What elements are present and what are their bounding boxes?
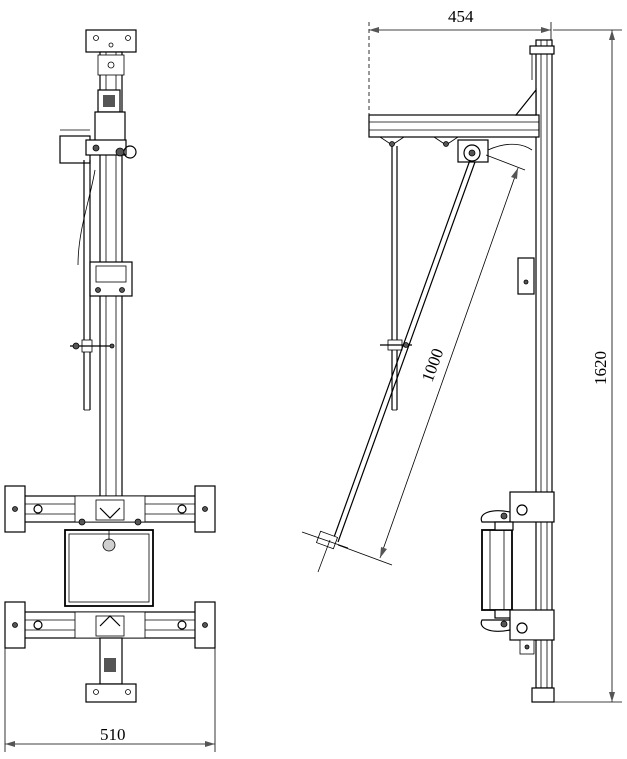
side-display-housing [481,529,513,611]
dim-side-height: 1620 [591,351,610,385]
dim-front-width: 510 [100,725,126,744]
dim-line-arm-length [379,167,519,559]
side-swing-arm [332,159,471,541]
side-lower-bracket [509,609,555,641]
side-view: 454 1620 [301,7,622,703]
dim-arm-length: 1000 [418,346,447,384]
front-bottom-plate [85,683,137,703]
dim-side-width: 454 [448,7,474,26]
side-upper-bracket [509,491,555,523]
side-small-box [517,257,535,295]
side-top-beam [368,114,540,138]
front-side-box [59,135,91,164]
front-top-plate [85,29,137,53]
front-view: 510 [4,29,216,752]
